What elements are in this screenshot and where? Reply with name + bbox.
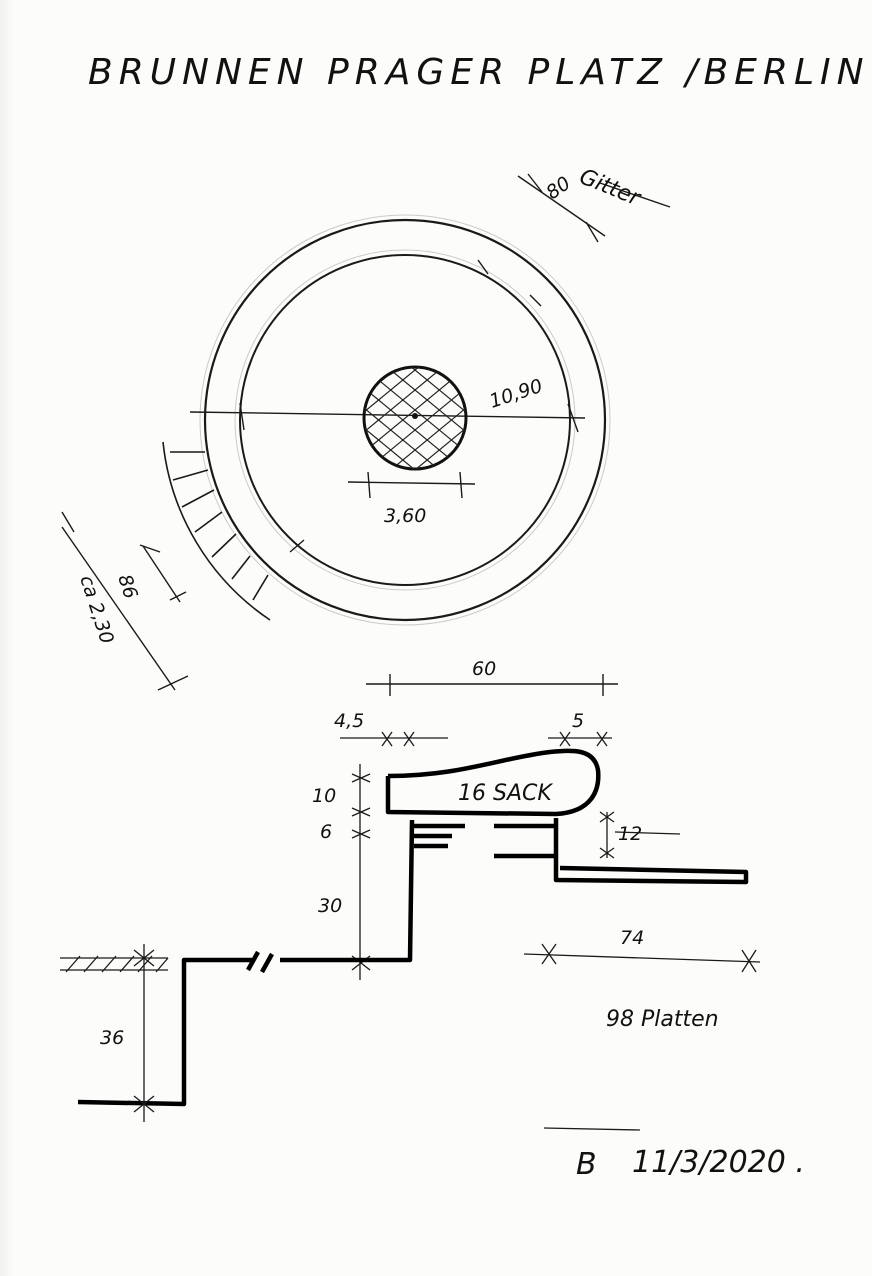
ledge-drop-dimension — [599, 811, 681, 859]
rim-label: 16 SACK — [458, 781, 553, 806]
outer-rim-circle — [203, 218, 607, 622]
wall-height-label: 30 — [318, 895, 342, 917]
wall-profile — [77, 818, 749, 1107]
top-width-label: 60 — [472, 658, 496, 680]
inner-rim-circle — [239, 254, 571, 586]
center-diameter-label: 3,60 — [384, 505, 426, 527]
slab-width-label: 74 — [620, 927, 644, 949]
top-width-dimension — [366, 674, 618, 696]
bench-dimensions — [61, 511, 189, 691]
height-dimensions — [351, 764, 371, 980]
center-dimension — [347, 471, 476, 499]
grid-width-label: 80 — [542, 172, 574, 204]
signature-date: 11/3/2020 . — [632, 1145, 805, 1180]
slab-dimension — [523, 943, 761, 973]
right-offset-label: 5 — [572, 710, 584, 732]
diameter-line — [189, 411, 586, 419]
sketch-title: BRUNNEN PRAGER PLATZ /BERLIN . — [88, 52, 872, 93]
step-height-label: 36 — [100, 1027, 124, 1049]
signature-initial: B — [576, 1147, 597, 1182]
rim-height-label: 10 — [312, 785, 336, 807]
outer-diameter-label: 10,90 — [487, 375, 546, 413]
bench-arc — [162, 441, 271, 621]
bench-depth-label: 86 — [113, 572, 141, 602]
gap-height-label: 6 — [320, 821, 332, 843]
center-grid — [362, 365, 468, 471]
grid-label: Gitter — [576, 164, 646, 212]
rim-profile — [385, 748, 601, 817]
ledge-drop-label: 12 — [618, 823, 642, 845]
grid-width-dimension — [517, 173, 671, 243]
ground-hatch — [60, 944, 169, 1122]
left-offset-label: 4,5 — [334, 710, 364, 732]
plan-view — [189, 214, 611, 626]
offset-dimensions — [340, 731, 612, 747]
bench-length-label: ca 2,30 — [75, 573, 118, 647]
slab-label: 98 Platten — [606, 1007, 719, 1032]
